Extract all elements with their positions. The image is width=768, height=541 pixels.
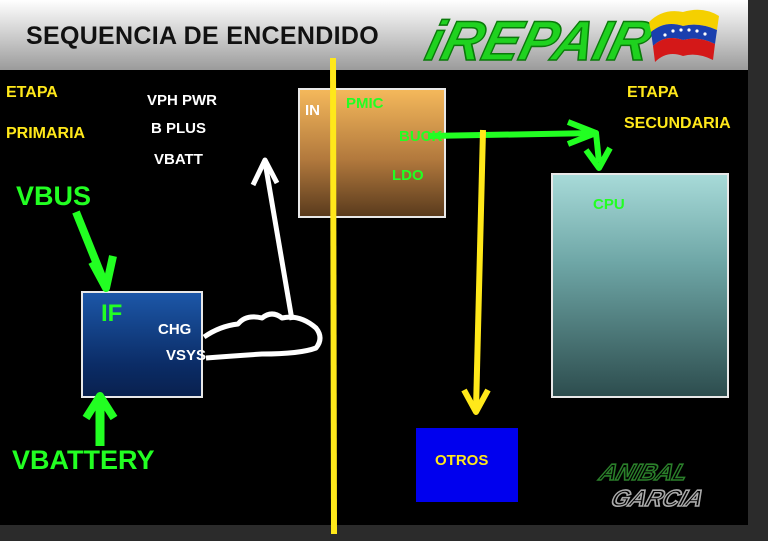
cpu-arrow-head [583,146,613,171]
signature-line1: ANIBAL [596,460,692,485]
pmic-buck-label: BUCK [399,128,443,145]
vbatt-arrow-line [262,161,295,321]
stage-label-secondary-1: ETAPA [627,84,679,101]
cpu-label: CPU [593,196,625,213]
if-vsys-label: VSYS [166,347,207,364]
stage-label-secondary-2: SECUNDARIA [624,115,731,132]
rail-label-vbatt: VBATT [154,151,203,168]
vsys-scribble [202,311,323,361]
pmic-ldo-label: LDO [392,167,424,184]
buck-to-cpu-arrow [427,130,602,163]
divider-line [330,57,337,535]
irepair-logo: iREPAIR [415,4,730,75]
stage-label-primary-2: PRIMARIA [6,125,86,142]
if-chg-label: CHG [158,321,192,338]
buck-arrow-head-1 [566,119,599,147]
signature-graphic: ANIBAL GARCIA [595,459,708,512]
page-title: SEQUENCIA DE ENCENDIDO [26,22,379,50]
vbus-label: VBUS [16,181,92,211]
vbatt-arrow-head [250,157,280,187]
irepair-logo-graphic: iREPAIR [419,10,659,74]
buck-to-otros-line [473,129,486,411]
pmic-title: PMIC [346,95,384,112]
otros-block [416,428,518,502]
slide: SEQUENCIA DE ENCENDIDO iREPAIR ETAPA PRI… [0,0,748,525]
vbattery-label: VBATTERY [12,445,155,475]
venezuela-flag-icon [649,9,719,62]
header-bar: SEQUENCIA DE ENCENDIDO iREPAIR [0,0,748,74]
vbus-arrow-head [88,255,117,292]
if-block [81,291,203,398]
stage-label-primary-1: ETAPA [6,84,58,101]
otros-arrow-head [461,388,491,415]
signature-line2: GARCIA [608,486,707,511]
rail-label-vph-pwr: VPH PWR [147,92,218,109]
vbattery-arrow-head [82,392,118,421]
pmic-block [298,88,446,218]
if-title: IF [101,300,123,327]
logo-lettering: iREPAIR [420,11,658,70]
rail-label-b-plus: B PLUS [151,120,207,137]
cpu-block [551,173,729,398]
signature-logo: ANIBAL GARCIA [592,456,742,516]
pmic-in-label: IN [305,102,320,119]
otros-label: OTROS [435,452,489,469]
